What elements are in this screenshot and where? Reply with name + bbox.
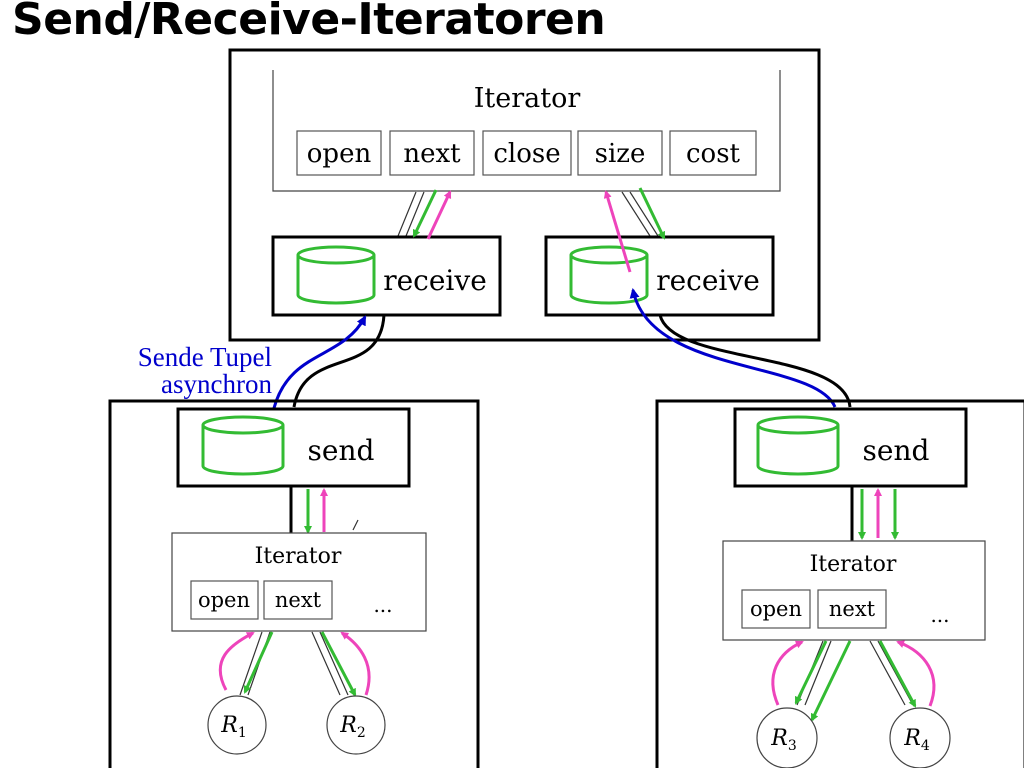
top-node: Iterator open next close size cost [228,48,821,342]
svg-text:R2: R2 [339,713,366,741]
top-method-cost-label: cost [686,139,741,169]
receive-box-left: receive [271,235,502,317]
top-method-open: open [296,130,382,176]
relation-r3-sub: 3 [788,738,797,754]
right-method-open-label: open [750,597,802,621]
call-arrow-r3-a [794,640,828,705]
async-note-line1: Sende Tupel [138,342,272,372]
iterator-right: Iterator open next ... [722,540,986,641]
relation-r2-base: R [339,713,357,738]
child-node-right: send Iterator open next ... [655,399,1024,768]
right-method-next: next [817,589,887,629]
call-arrow-r4 [878,640,917,708]
return-arrow-r2 [340,631,371,696]
link-wire-left [292,314,386,408]
top-method-size-label: size [595,139,646,169]
top-method-size: size [577,130,663,176]
async-arrow-left [272,315,367,409]
left-method-next-label: next [275,588,322,612]
slide-title: Send/Receive-Iteratoren [12,0,606,45]
tick-mark-left [352,519,359,531]
relation-r3-base: R [770,726,788,751]
left-method-open: open [190,580,259,620]
child-node-left: send Iterator open next ... [108,399,480,768]
svg-text:R3: R3 [770,726,797,754]
next-call-arrow-left [412,189,438,238]
iterator-right-label: Iterator [810,552,897,577]
network-links [272,288,852,409]
send-box-left: send [176,407,411,488]
async-note: Sende Tupel asynchron [138,342,273,399]
top-method-close-label: close [493,139,560,169]
relation-r4: R4 [889,707,951,768]
cost-call-arrow-right [638,187,666,240]
size-return-arrow-right [603,190,632,273]
left-methods-more: ... [373,593,392,617]
next-return-arrow-left [426,190,452,240]
top-method-open-label: open [307,139,372,169]
child-node-left-frame [108,399,480,768]
receive-label-left: receive [383,264,487,297]
top-iterator: Iterator open next close size cost [272,70,781,192]
right-methods-more: ... [930,603,949,627]
return-arrow-r4 [896,640,936,707]
relation-r4-base: R [903,726,921,751]
return-arrow-r3 [771,640,804,706]
send-label-right: send [863,434,930,467]
right-method-open: open [741,589,811,629]
return-arrow-r1 [218,631,255,691]
top-iterator-label: Iterator [474,83,581,114]
call-arrow-r2 [320,631,357,697]
buffer-cylinder-icon [569,245,649,305]
relation-r4-sub: 4 [921,738,930,754]
left-method-next: next [263,580,333,620]
call-arrow-r3-b [810,640,852,722]
relation-r1-base: R [220,713,238,738]
relation-r3: R3 [756,707,818,768]
call-arrow-r1 [243,631,274,694]
top-connectors [397,191,659,237]
receive-box-right: receive [544,235,775,317]
relation-r2: R2 [326,695,386,755]
buffer-cylinder-icon [296,245,376,305]
relation-r1-sub: 1 [238,725,247,741]
relation-r1: R1 [207,695,267,755]
top-iterator-frame [272,70,781,192]
child-node-right-frame [655,399,1024,768]
receive-label-right: receive [656,264,760,297]
send-label-left: send [308,434,375,467]
right-method-next-label: next [829,597,876,621]
top-method-close: close [482,130,572,176]
top-method-next-label: next [403,139,461,169]
top-method-cost: cost [669,130,757,176]
link-wire-right [658,314,852,408]
left-method-open-label: open [198,588,250,612]
svg-text:R4: R4 [903,726,930,754]
send-box-right: send [733,407,968,488]
async-note-line2: asynchron [161,369,272,399]
relation-r2-sub: 2 [357,725,366,741]
top-node-frame [228,48,821,342]
buffer-cylinder-icon [756,415,840,476]
async-arrow-right [629,288,837,408]
iterator-left-label: Iterator [255,544,342,569]
iterator-left: Iterator open next ... [171,532,427,632]
top-method-next: next [389,130,475,176]
buffer-cylinder-icon [201,415,285,476]
svg-text:R1: R1 [220,713,247,741]
